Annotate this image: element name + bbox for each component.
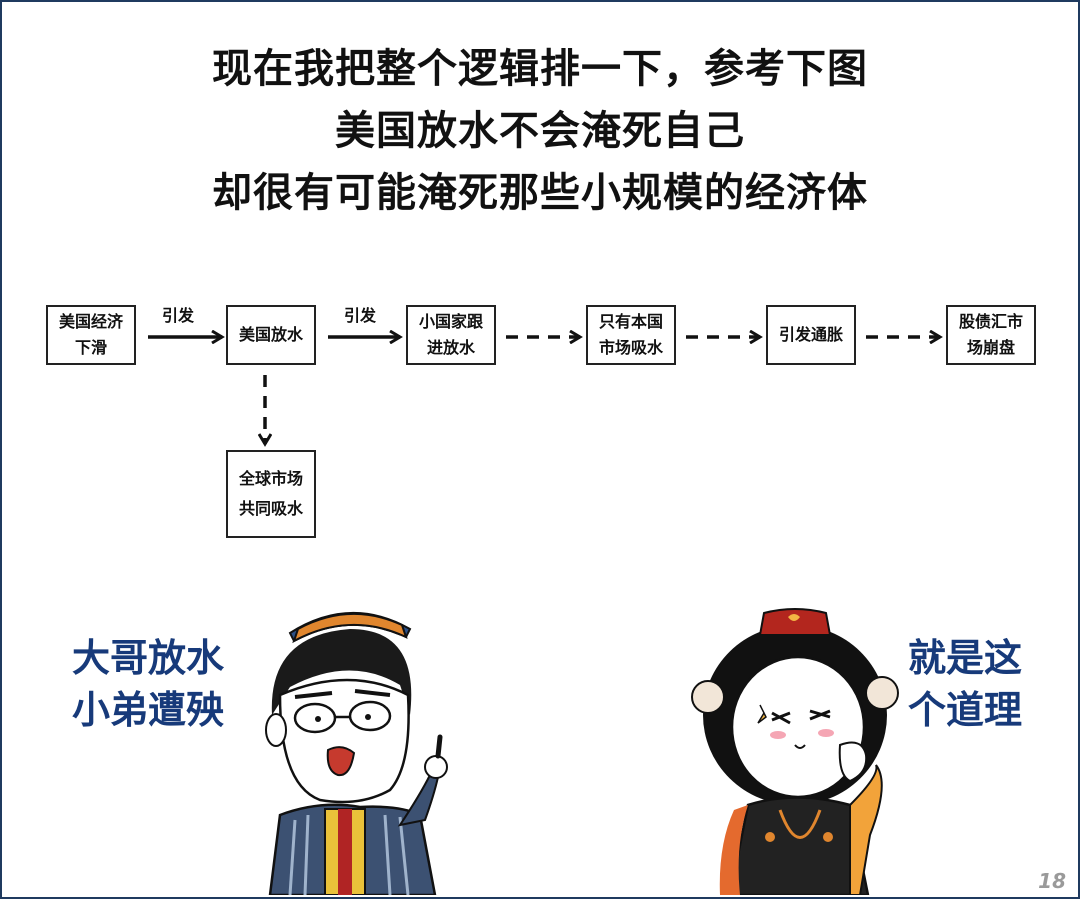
node-global-absorb: 全球市场共同吸水 [226,450,316,538]
edge-label-2: 引发 [344,306,377,325]
node-local-absorb-label: 只有本国市场吸水 [598,312,663,357]
node-small-follow-label: 小国家跟进放水 [418,312,483,357]
caption-left: 大哥放水 小弟遭殃 [72,632,224,736]
node-global-absorb-label: 全球市场共同吸水 [238,469,303,518]
page-number: 18 [1038,869,1066,893]
node-us-easing-label: 美国放水 [238,325,303,344]
caption-right-line-1: 就是这 [908,636,1023,680]
node-us-slowdown-label: 美国经济下滑 [58,312,123,357]
cartoon-man-illustration [265,612,448,895]
node-us-slowdown: 美国经济下滑 [46,305,136,365]
caption-right: 就是这 个道理 [908,632,1022,736]
caption-right-line-2: 个道理 [908,688,1023,732]
node-inflation: 引发通胀 [766,305,856,365]
caption-left-line-2: 小弟遭殃 [72,688,225,732]
node-collapse-label: 股债汇市场崩盘 [958,312,1023,357]
title-line-3: 却很有可能淹死那些小规模的经济体 [212,170,868,216]
node-local-absorb: 只有本国市场吸水 [586,305,676,365]
caption-left-line-1: 大哥放水 [72,636,225,680]
node-small-follow: 小国家跟进放水 [406,305,496,365]
node-us-easing: 美国放水 [226,305,316,365]
node-collapse: 股债汇市场崩盘 [946,305,1036,365]
edge-label-1: 引发 [162,306,195,325]
cartoon-girl-illustration [691,608,899,895]
node-inflation-label: 引发通胀 [778,325,843,344]
title-line-2: 美国放水不会淹死自己 [335,108,745,154]
title-line-1: 现在我把整个逻辑排一下，参考下图 [212,46,868,92]
slide-title: 现在我把整个逻辑排一下，参考下图 美国放水不会淹死自己 却很有可能淹死那些小规模… [0,38,1080,224]
